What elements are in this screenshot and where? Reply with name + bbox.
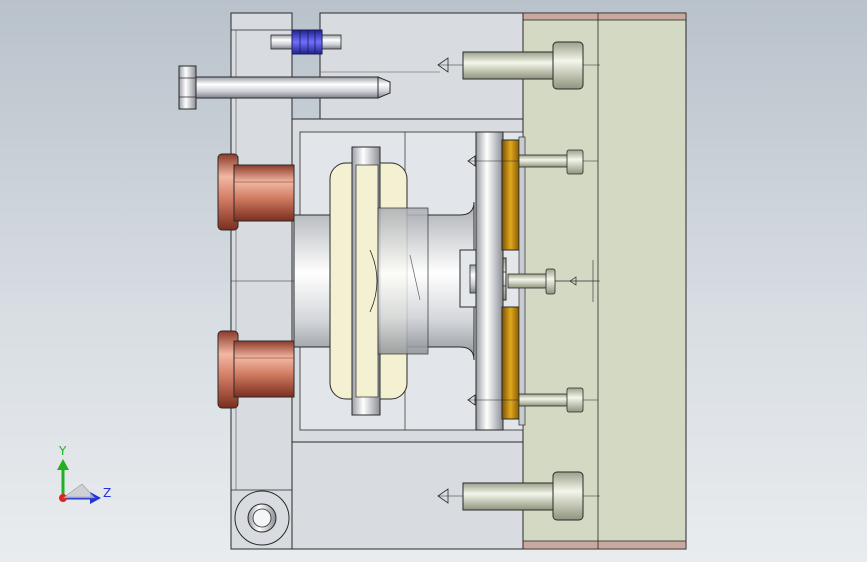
copper-bushing-upper <box>217 153 295 231</box>
small-screw-middle <box>507 260 598 302</box>
cream-insert <box>329 146 429 416</box>
pivot-hole <box>234 490 290 546</box>
cap-screw-top <box>437 41 600 90</box>
coordinate-triad[interactable]: Y Z <box>57 444 111 504</box>
hex-bolt <box>178 65 391 110</box>
triad-z-label: Z <box>103 486 111 500</box>
spring-screw <box>270 29 342 55</box>
small-screw-upper <box>467 149 598 175</box>
small-screw-lower <box>467 387 598 413</box>
copper-bushing-lower <box>217 330 295 409</box>
cap-screw-bottom <box>437 471 600 521</box>
triad-y-label: Y <box>58 444 67 458</box>
